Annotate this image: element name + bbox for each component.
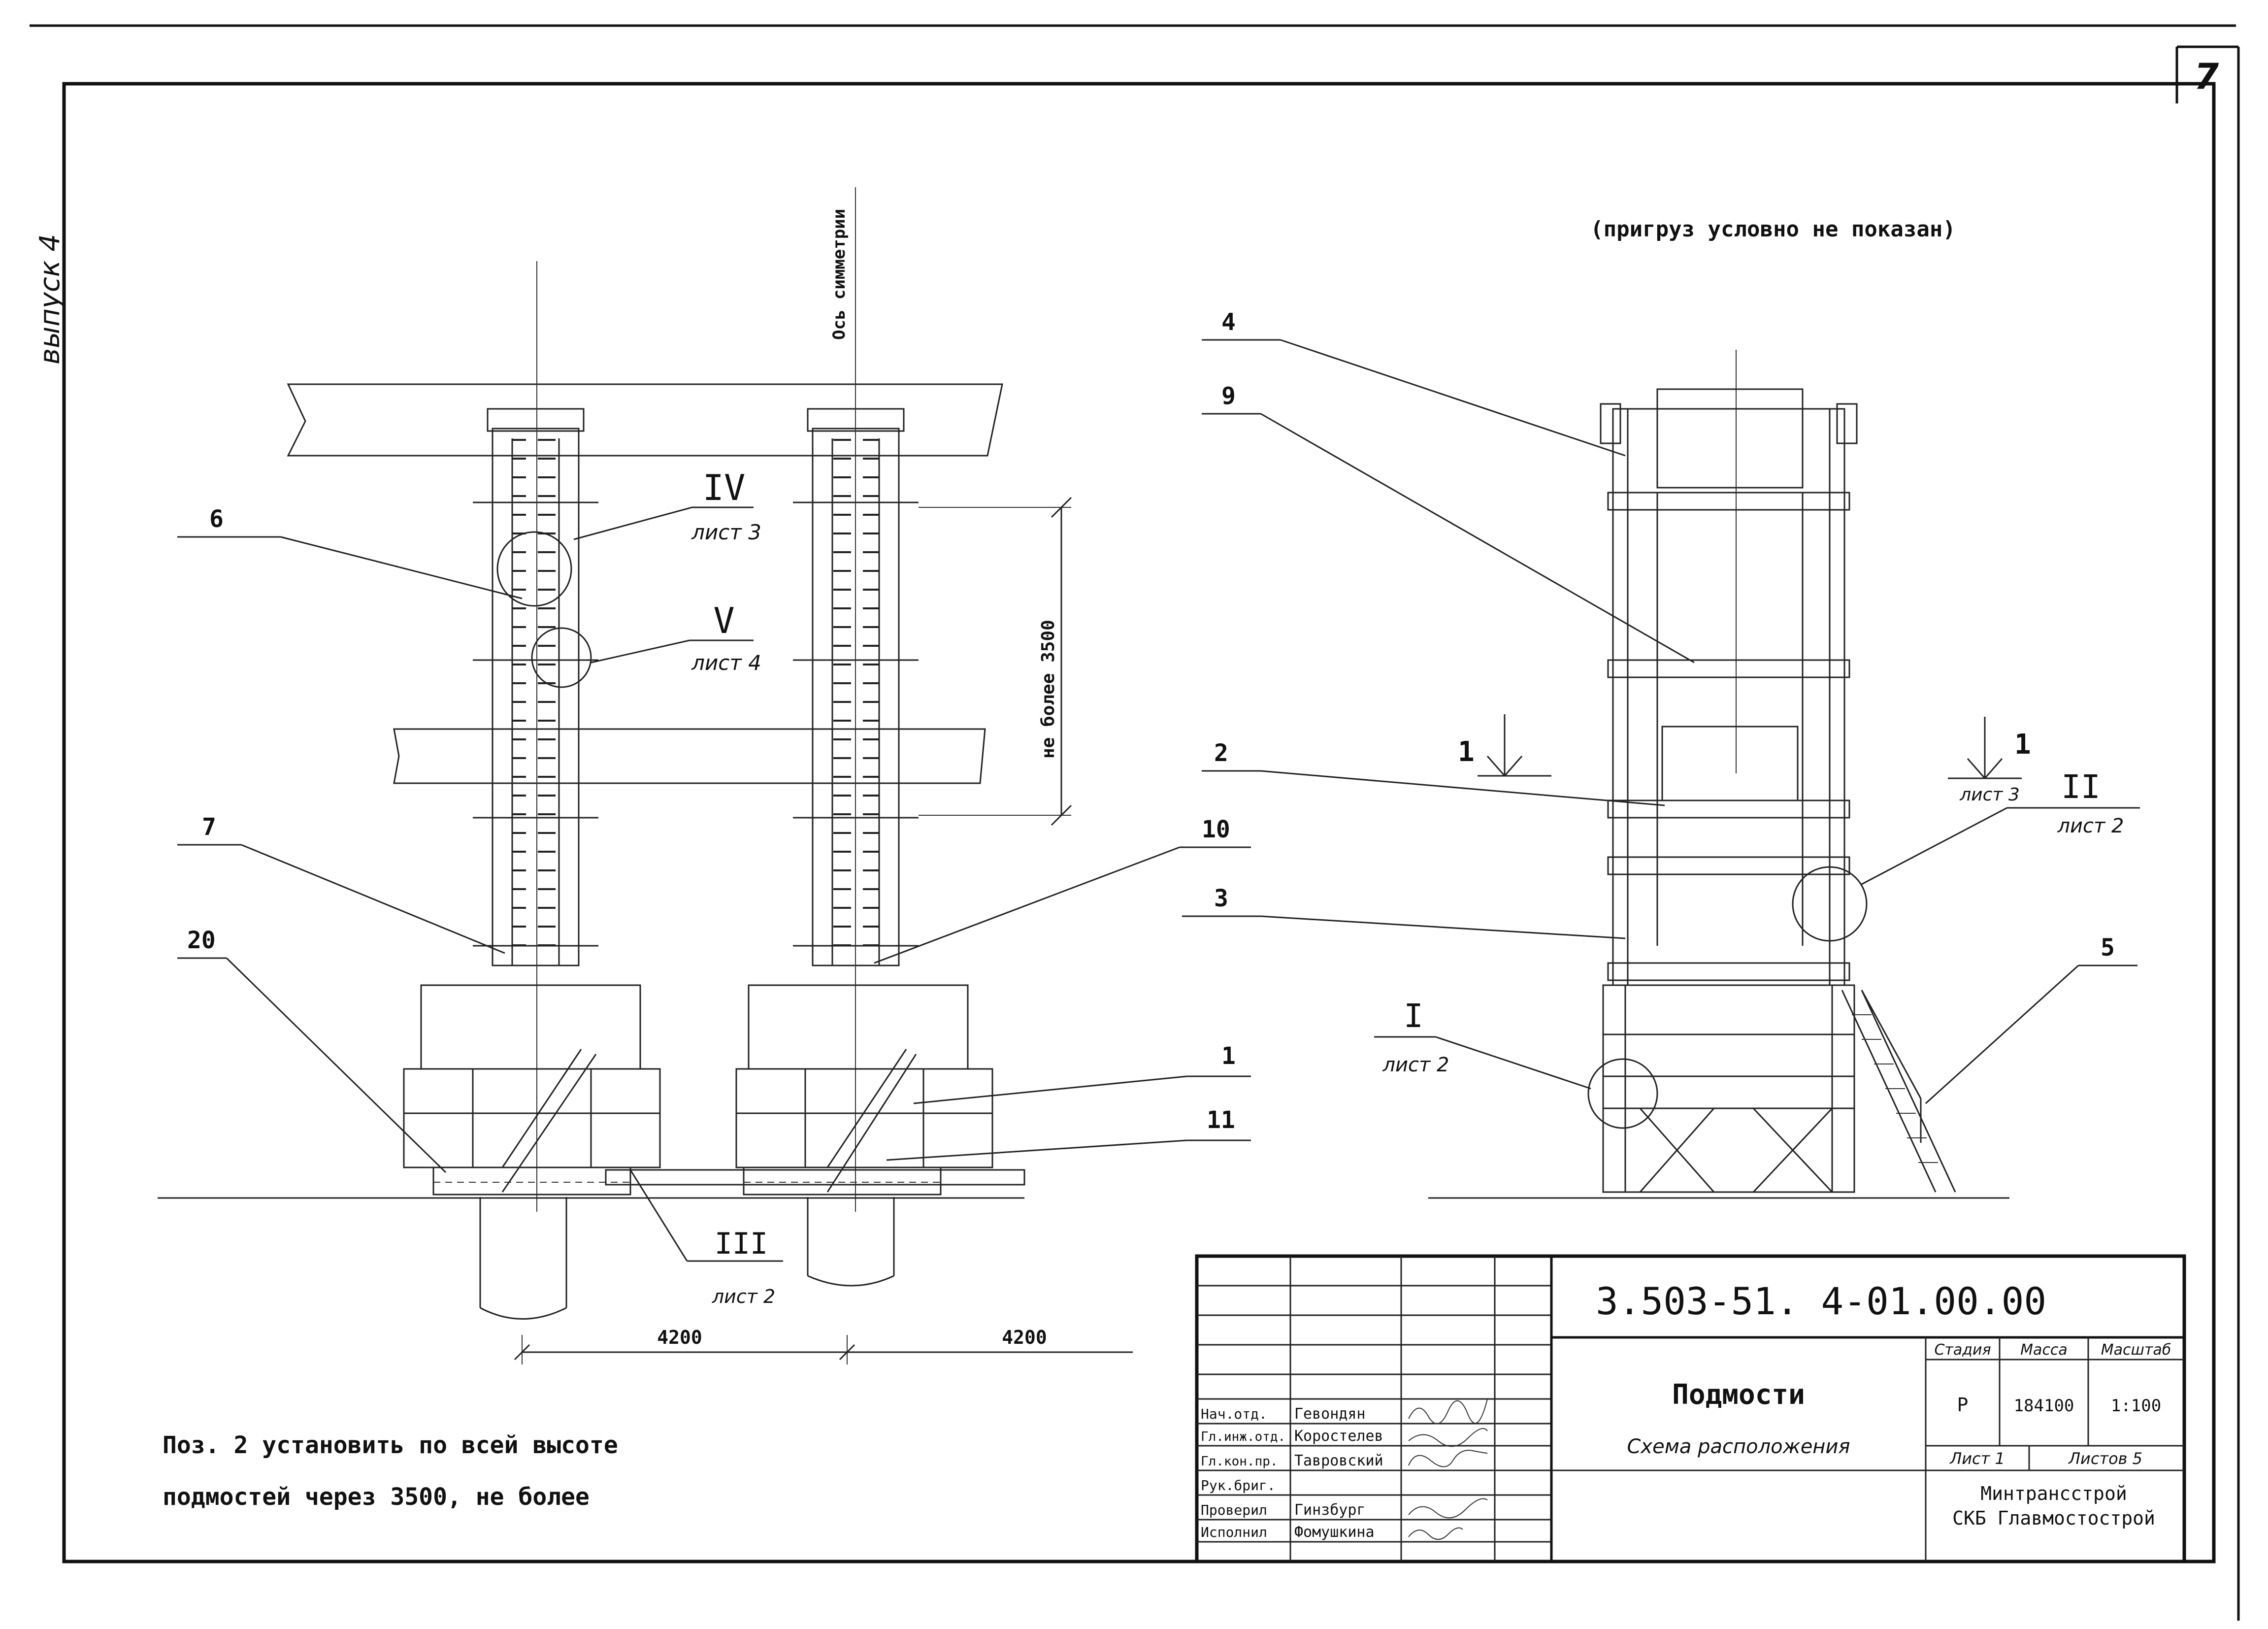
sheet-frame — [30, 24, 2240, 1621]
role-1: Гл.инж.отд. — [1201, 1430, 1285, 1444]
drawing-subtitle: Схема расположения — [1627, 1435, 1850, 1458]
stair — [1841, 990, 1956, 1193]
section-1-right-sheet: лист 3 — [1959, 785, 2020, 805]
base-platform-2 — [735, 984, 993, 1196]
detail-circle-v — [531, 627, 592, 688]
view-iv-sheet: лист 3 — [691, 520, 761, 544]
pile-2 — [807, 1197, 895, 1287]
name-2: Тавровский — [1294, 1452, 1383, 1469]
left-elevation: Ось симметрии — [158, 187, 1251, 1364]
dimension-bottom-2: 4200 — [1002, 1327, 1047, 1348]
section-1-right — [1948, 717, 2022, 779]
scale-header: Масштаб — [2101, 1341, 2171, 1359]
leaders-right — [1182, 339, 2140, 1104]
base-platform-1 — [403, 984, 661, 1196]
detail-circle-i — [1587, 1058, 1658, 1129]
note-line-1: Поз. 2 установить по всей высоте — [163, 1431, 618, 1459]
mass-header: Масса — [2020, 1341, 2068, 1359]
note-line-2: подмостей через 3500, не более — [163, 1483, 590, 1511]
callout-2: 2 — [1214, 739, 1228, 767]
callout-20: 20 — [187, 927, 216, 954]
upper-girder — [287, 383, 1003, 457]
callout-5: 5 — [2101, 934, 2115, 962]
view-i-roman: I — [1404, 997, 1423, 1035]
signatures — [1408, 1398, 1488, 1540]
sheet-number: 7 — [2194, 56, 2219, 97]
top-note: (пригруз условно не показан) — [1590, 217, 1956, 242]
scale-value: 1:100 — [2111, 1396, 2161, 1416]
view-v-roman: V — [713, 600, 734, 641]
section-1-left — [1478, 714, 1551, 777]
sheet-label: Лист 1 — [1949, 1449, 2005, 1468]
side-note: выпуск 4 — [34, 234, 66, 365]
callout-9: 9 — [1221, 382, 1236, 410]
sheets-label: Листов 5 — [2068, 1449, 2142, 1468]
view-v-sheet: лист 4 — [691, 651, 761, 675]
stage-value: Р — [1957, 1394, 1969, 1416]
section-1-left-label: 1 — [1458, 736, 1475, 768]
org-line-1: Минтрансстрой — [1980, 1483, 2127, 1504]
callout-10: 10 — [1202, 816, 1230, 843]
callout-1: 1 — [1221, 1042, 1236, 1070]
stage-header: Стадия — [1934, 1341, 1991, 1359]
name-1: Коростелев — [1294, 1428, 1383, 1445]
drawing-title: Подмости — [1672, 1379, 1805, 1411]
view-i-sheet: лист 2 — [1382, 1054, 1449, 1076]
dimension-vertical — [919, 497, 1072, 826]
symmetry-axis-label: Ось симметрии — [829, 209, 849, 340]
middle-girder — [393, 728, 986, 784]
connecting-beam — [605, 1169, 1025, 1186]
role-0: Нач.отд. — [1201, 1406, 1267, 1422]
name-0: Гевондян — [1294, 1405, 1366, 1423]
role-3: Рук.бриг. — [1201, 1477, 1276, 1494]
pile-1 — [479, 1197, 567, 1320]
detail-circle-ii — [1792, 866, 1868, 942]
side-base — [1602, 984, 1855, 1193]
tower-1 — [473, 408, 598, 966]
role-4: Проверил — [1201, 1502, 1267, 1518]
org-line-2: СКБ Главмостострой — [1952, 1507, 2155, 1529]
installation-note: Поз. 2 установить по всей высоте подмост… — [163, 1431, 618, 1511]
leaders-left — [177, 506, 1251, 1262]
view-iii-roman: III — [715, 1227, 768, 1261]
right-elevation: (пригруз условно не показан) — [1182, 217, 2140, 1199]
callout-4: 4 — [1221, 308, 1236, 336]
view-ii-roman: II — [2061, 768, 2100, 806]
callout-11: 11 — [1207, 1106, 1235, 1134]
view-iv-roman: IV — [703, 467, 746, 508]
detail-circle-iv — [496, 531, 572, 607]
callout-7: 7 — [202, 813, 216, 841]
doc-code: 3.503-51. 4-01.00.00 — [1596, 1279, 2046, 1323]
title-block — [1195, 1254, 2186, 1563]
callout-3: 3 — [1214, 885, 1228, 912]
section-1-right-label: 1 — [2014, 729, 2031, 761]
role-2: Гл.кон.пр. — [1201, 1454, 1278, 1469]
name-5: Фомушкина — [1294, 1524, 1375, 1541]
dimension-bottom — [514, 1335, 1133, 1364]
dimension-vertical-label: не более 3500 — [1038, 620, 1058, 759]
name-4: Гинзбург — [1294, 1501, 1366, 1519]
callout-6: 6 — [209, 505, 224, 533]
side-tower — [1600, 388, 1858, 986]
dimension-bottom-1: 4200 — [657, 1327, 702, 1348]
role-5: Исполнил — [1201, 1524, 1267, 1540]
view-ii-sheet: лист 2 — [2057, 815, 2124, 837]
mass-value: 184100 — [2014, 1396, 2074, 1416]
view-iii-sheet: лист 2 — [712, 1286, 775, 1307]
